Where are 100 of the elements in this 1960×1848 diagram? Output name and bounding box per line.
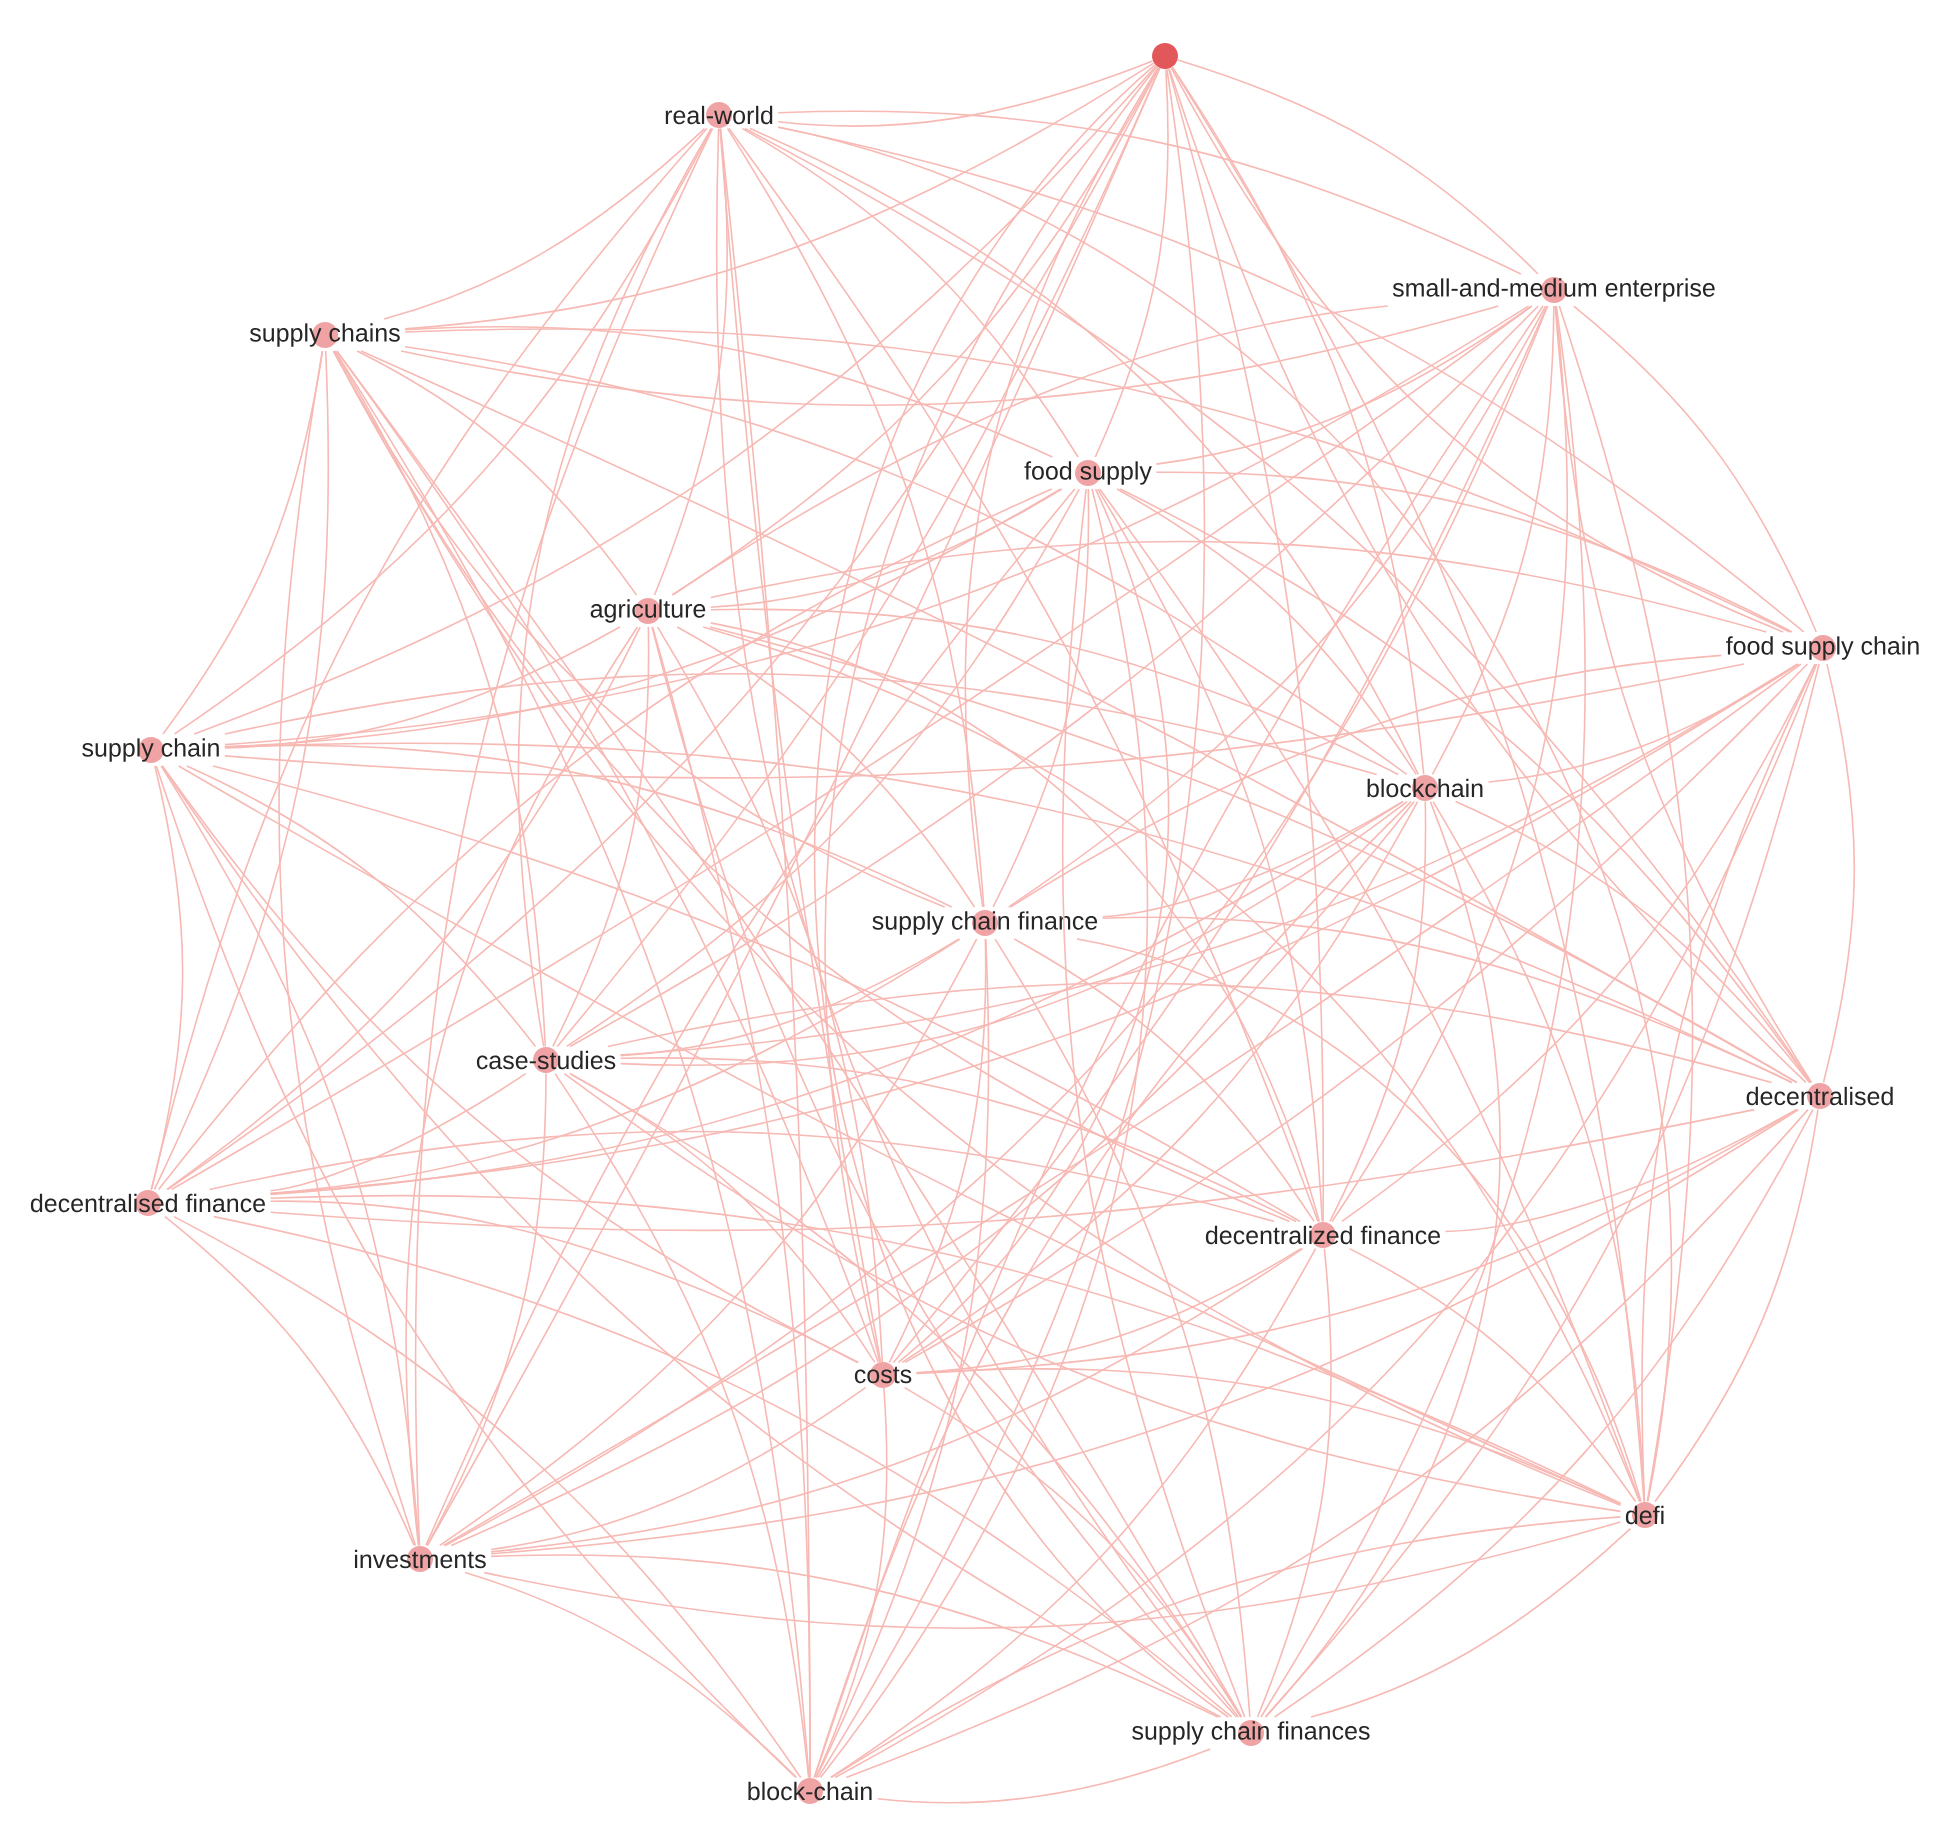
link-line (1558, 305, 1693, 1503)
link-line (619, 1057, 1297, 1223)
link-line (1432, 800, 1646, 1503)
link-line (749, 127, 1420, 776)
link-line (1007, 305, 1547, 908)
link-line (569, 1072, 1242, 1718)
link-line (1654, 1108, 1819, 1503)
link-line (744, 127, 1812, 1084)
link-line (442, 663, 1802, 1547)
link-line (490, 1108, 1800, 1555)
link-line (269, 1194, 1622, 1504)
keyword-node: case-studies (476, 1047, 616, 1073)
link-line (815, 1386, 888, 1779)
link-line (815, 938, 990, 1779)
link-line (651, 626, 1238, 1718)
link-line (404, 62, 1155, 330)
link-line (269, 1072, 527, 1192)
keyword-node: decentralised finance (30, 1190, 265, 1216)
link-line (517, 127, 712, 1048)
link-line (464, 1571, 798, 1779)
link-line (157, 488, 1053, 1191)
link-line (1341, 663, 1816, 1223)
link-line (563, 1072, 1622, 1513)
link-line (405, 626, 639, 1547)
link-line (897, 488, 1170, 1364)
link-line (1431, 305, 1555, 776)
link-line (1119, 488, 1812, 1084)
link-line (1101, 800, 1404, 918)
link-line (404, 325, 1054, 458)
keyword-node: block-chain (748, 1778, 872, 1804)
link-line (651, 626, 811, 1779)
keyword-node: costs (854, 1362, 912, 1388)
link-line (490, 1386, 867, 1551)
link-line (1171, 66, 1425, 776)
keyword-node: investments (354, 1546, 486, 1572)
link-line (741, 127, 1079, 458)
link-line (1260, 305, 1586, 1718)
link-line (709, 626, 1798, 1084)
link-line (269, 938, 961, 1195)
link-line (400, 305, 1500, 407)
keyword-node: supply chain finance (872, 910, 1098, 936)
link-line (177, 765, 1622, 1505)
link-line (166, 626, 641, 1191)
link-line (903, 1386, 1242, 1718)
link-line (709, 622, 1321, 1223)
link-line (1329, 800, 1427, 1223)
keyword-node: decentralised (1746, 1083, 1893, 1109)
link-line (676, 626, 976, 908)
link-line (1822, 663, 1856, 1084)
keyword-node: real-world (665, 102, 773, 128)
link-line (1062, 488, 1246, 1718)
link-line (224, 305, 1530, 746)
link-line (569, 1072, 876, 1364)
link-line (565, 488, 1081, 1048)
link-line (1009, 654, 1723, 908)
link-line (830, 1516, 1622, 1779)
link-line (719, 127, 882, 1364)
link-line (569, 305, 1539, 1048)
keyword-node: blockchain (1367, 775, 1483, 801)
link-line (483, 1521, 1622, 1630)
link-line (164, 1215, 415, 1547)
keyword-node: food supply chain (1726, 635, 1919, 661)
link-line (777, 110, 1522, 275)
link-line (964, 66, 1159, 908)
node-dot (1152, 43, 1178, 69)
link-line (876, 1748, 1212, 1804)
link-line (829, 1247, 1317, 1779)
link-line (278, 350, 417, 1547)
link-line (404, 328, 1791, 633)
link-line (224, 626, 621, 749)
link-line (212, 765, 1301, 1223)
link-line (709, 608, 1399, 776)
link-line (892, 305, 1548, 1364)
link-line (173, 1215, 802, 1779)
keyword-node: supply chains (249, 322, 400, 348)
link-line (490, 1554, 1219, 1718)
link-line (1273, 1108, 1814, 1718)
link-line (554, 1072, 810, 1779)
link-line (404, 346, 1408, 776)
link-line (1487, 663, 1800, 783)
link-line (1013, 938, 1315, 1223)
link-line (1573, 305, 1818, 633)
link-line (904, 663, 1809, 1364)
link-line (490, 1247, 1304, 1553)
link-line (444, 305, 1549, 1547)
link-line (161, 765, 859, 1364)
link-line (992, 488, 1090, 908)
link-line (383, 127, 706, 320)
link-line (186, 765, 537, 1048)
link-line (1094, 68, 1169, 458)
link-line (702, 626, 1641, 1503)
link-line (716, 127, 1240, 1718)
link-line (426, 1072, 547, 1547)
link-line (552, 626, 650, 1048)
link-line (607, 982, 1773, 1084)
link-line (656, 626, 884, 1364)
link-line (1444, 1108, 1797, 1233)
keyword-node: agriculture (590, 598, 706, 624)
link-line (212, 1215, 1233, 1718)
link-line (1177, 59, 1539, 275)
